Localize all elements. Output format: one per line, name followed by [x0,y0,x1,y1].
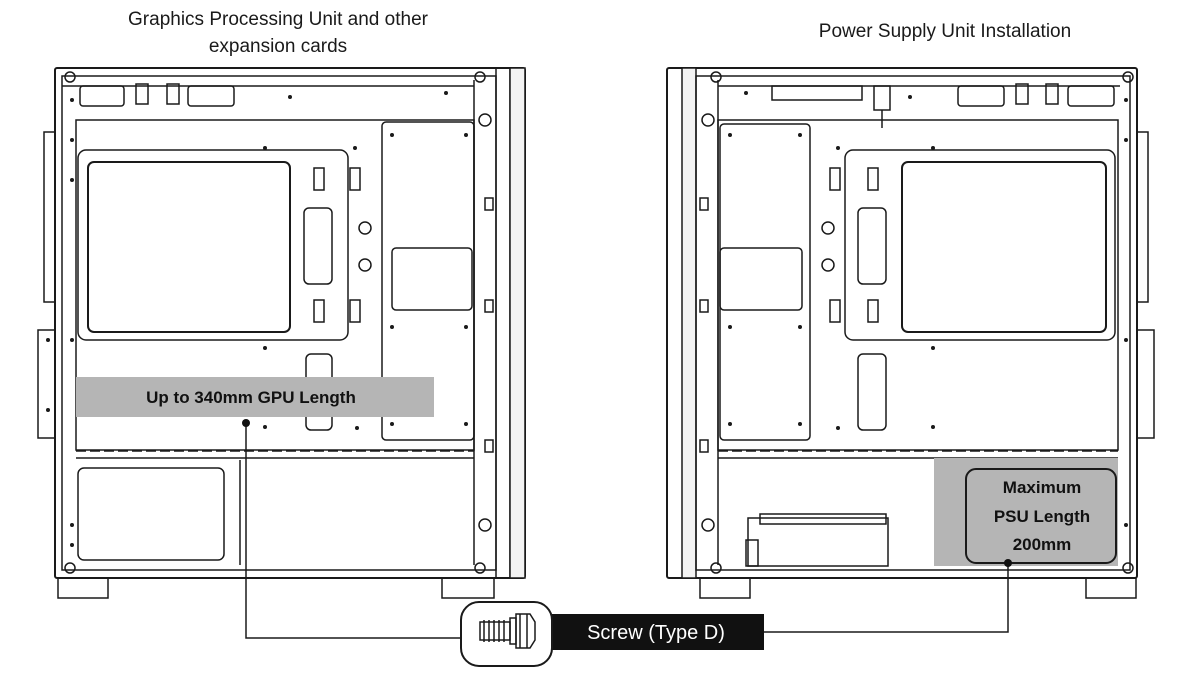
psu-length-box [965,468,1117,564]
gpu-title-line-2: expansion cards [208,36,348,57]
callout-lines [245,423,1009,639]
left-case-drawing [37,67,526,599]
gpu-length-highlight [76,377,434,417]
left-case-holes [46,91,468,547]
screw-icon [460,601,553,667]
gpu-callout-dot [242,419,250,427]
gpu-title-line-1: Graphics Processing Unit and other [128,9,428,30]
psu-label-line-2: PSU Length [994,507,1090,526]
screw-label: Screw (Type D) [587,622,725,644]
screw-label-box [552,614,764,650]
psu-section-title: Power Supply Unit Installation [818,21,1072,42]
gpu-length-label: Up to 340mm GPU Length [146,388,356,407]
right-case-holes [728,91,1128,527]
psu-label-line-1: Maximum [1003,478,1081,497]
right-case-drawing [666,67,1155,599]
gpu-section-title: Graphics Processing Unit and other expan… [60,6,496,60]
psu-callout-dot [1004,559,1012,567]
psu-label-line-3: 200mm [1013,535,1072,554]
